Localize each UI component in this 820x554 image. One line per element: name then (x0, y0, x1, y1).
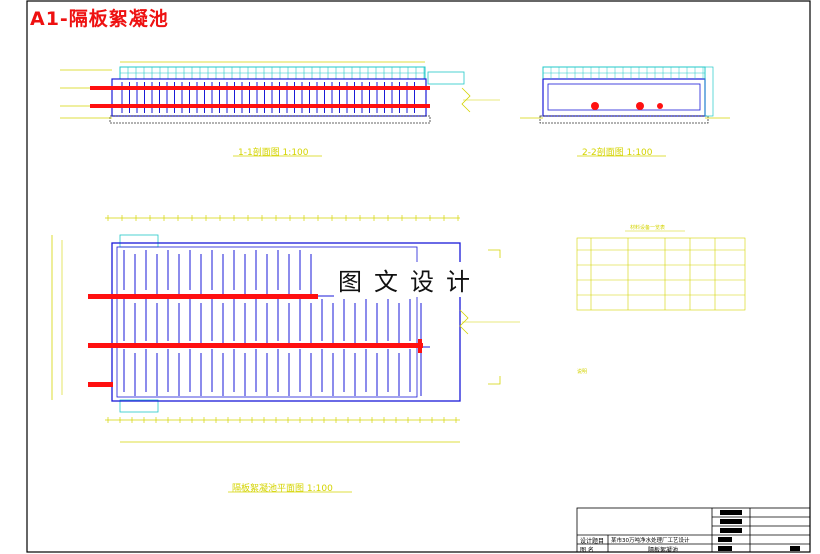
drawing-title: A1-隔板絮凝池 (30, 8, 169, 30)
section-1-1 (60, 61, 500, 124)
plan-pipe-upper (88, 294, 318, 299)
plan-pipe-lower (88, 343, 423, 348)
table-title: 材料设备一览表 (630, 225, 666, 231)
caption-section-2: 2-2剖面图 1:100 (582, 148, 653, 158)
caption-plan: 隔板絮凝池平面图 1:100 (232, 484, 333, 494)
notes-title: 说明 (577, 369, 588, 375)
plan-view (51, 215, 520, 443)
title-block-drawing-name: 隔板絮凝池 (648, 547, 679, 554)
section-2-2 (520, 66, 730, 124)
pipe-lower (90, 104, 430, 108)
sheet-border (26, 0, 811, 553)
watermark-text: 图文设计 (334, 262, 486, 297)
title-block-designer-label: 设计题目 (580, 538, 605, 545)
pipe-upper (90, 86, 430, 90)
title-block-project: 某市30万吨净水处理厂工艺设计 (611, 538, 690, 544)
caption-section-1: 1-1剖面图 1:100 (238, 148, 309, 158)
material-table (576, 237, 746, 311)
title-block-drawing-label: 图 名 (580, 547, 594, 554)
title-block (576, 507, 811, 553)
